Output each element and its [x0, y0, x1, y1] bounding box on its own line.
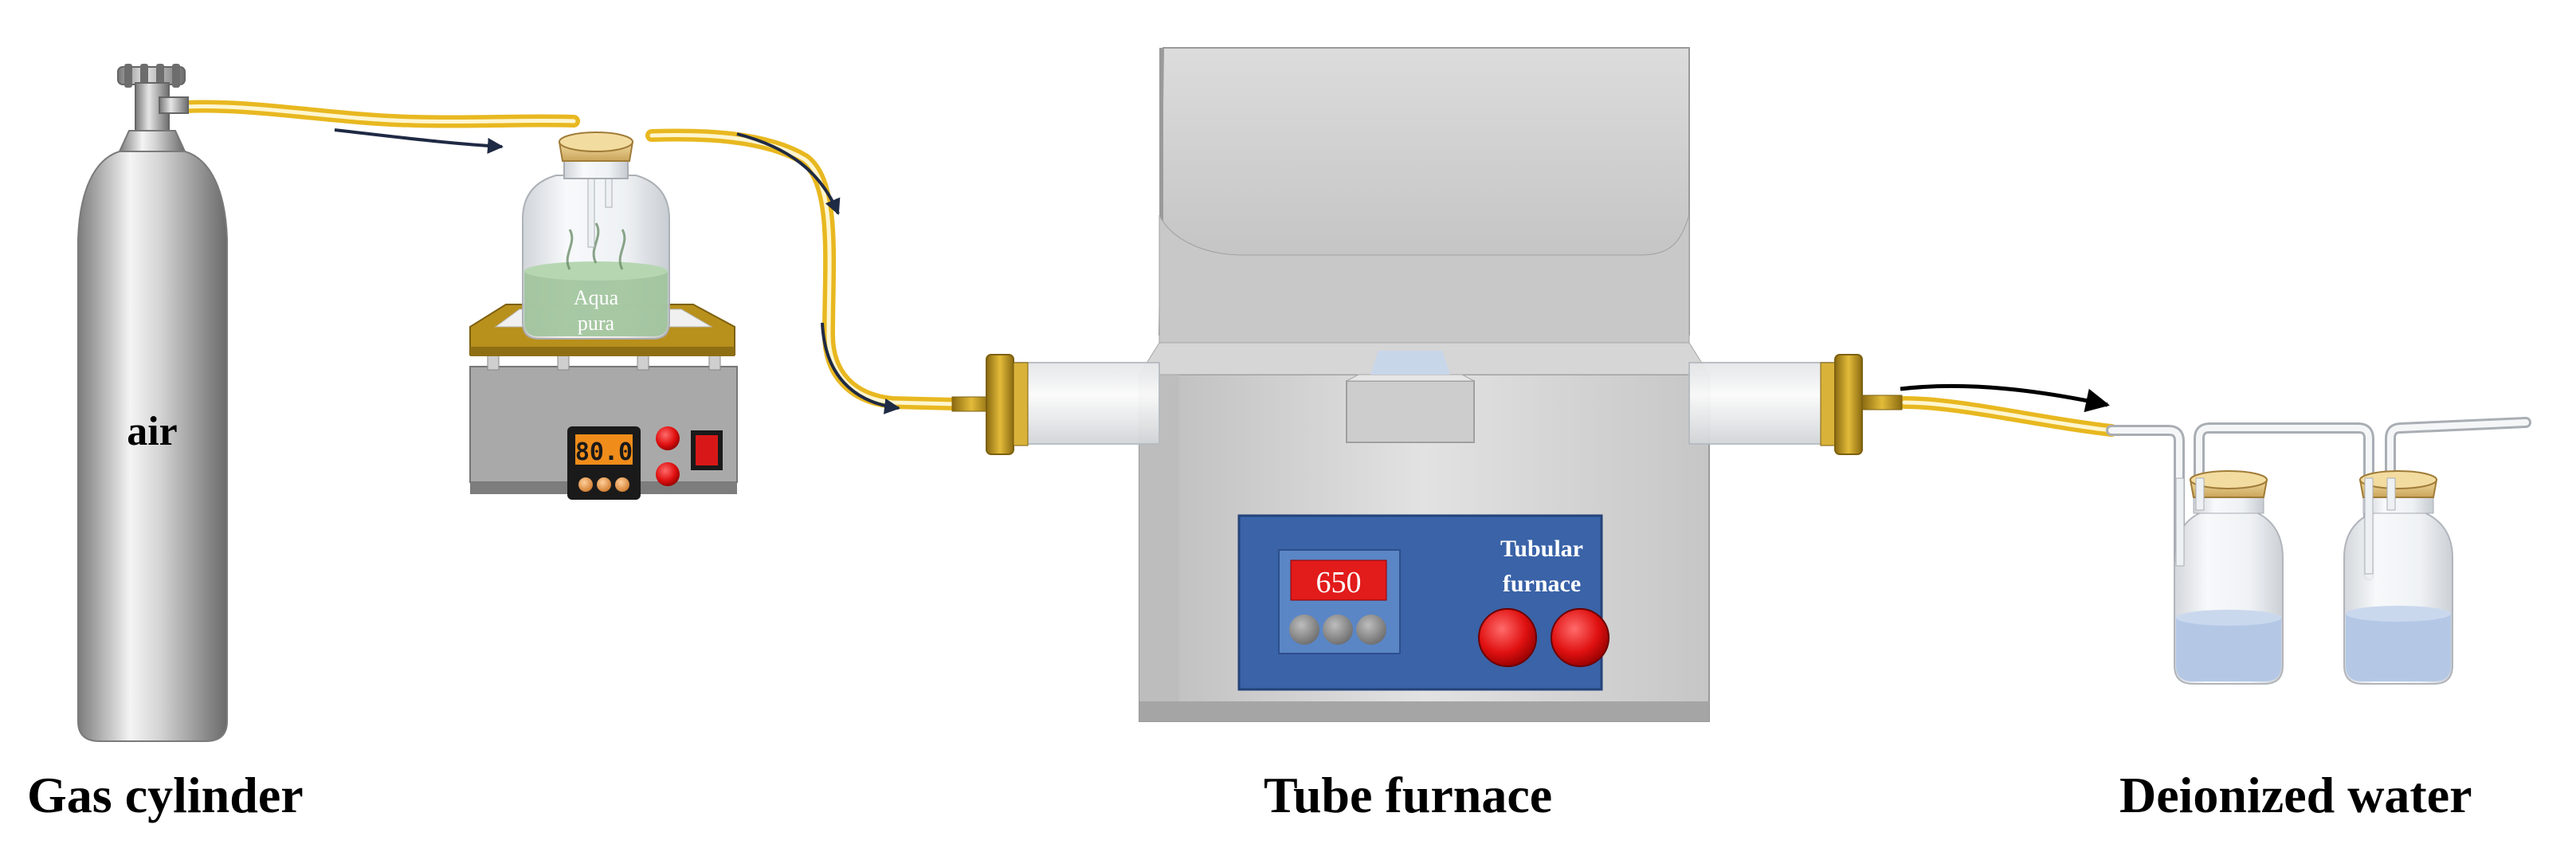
heater-knob-icon: [656, 462, 680, 486]
heater-knob-icon: [656, 426, 680, 450]
wash-bottle-1: [2174, 470, 2284, 685]
furnace-red-button-icon: [1478, 608, 1537, 667]
tube-furnace: 650 Tubular furnace: [1139, 47, 1710, 722]
furnace-name-line2: furnace: [1503, 571, 1581, 597]
cylinder-gas-label: air: [127, 409, 178, 454]
furnace-grey-button-icon: [1289, 614, 1319, 645]
furnace-name-line1: Tubular: [1500, 536, 1583, 562]
heater-button-icon: [578, 477, 593, 492]
furnace-red-button-icon: [1551, 608, 1610, 667]
furnace-display-value: 650: [1316, 566, 1362, 599]
heater-button-icon: [615, 477, 629, 492]
furnace-grey-button-icon: [1323, 614, 1353, 645]
bubbler-bottle: Aqua pura: [522, 132, 670, 340]
quartz-tube: [951, 354, 1903, 455]
caption-gas-cylinder: Gas cylinder: [27, 767, 304, 823]
flow-arrows: [334, 128, 2110, 414]
gas-cylinder: air: [77, 64, 228, 742]
gas-tubing: [178, 100, 2118, 437]
heater-display-value: 80.0: [575, 438, 633, 466]
caption-deionized-water: Deionized water: [2119, 767, 2472, 823]
caption-tube-furnace: Tube furnace: [1264, 767, 1553, 823]
heater-button-icon: [597, 477, 611, 492]
bottle-label-line2: pura: [578, 312, 615, 335]
gas-wash-bottles: [2106, 417, 2531, 685]
wash-bottle-2: [2343, 470, 2453, 685]
furnace-grey-button-icon: [1356, 614, 1386, 645]
bottle-label-line1: Aqua: [574, 286, 619, 309]
